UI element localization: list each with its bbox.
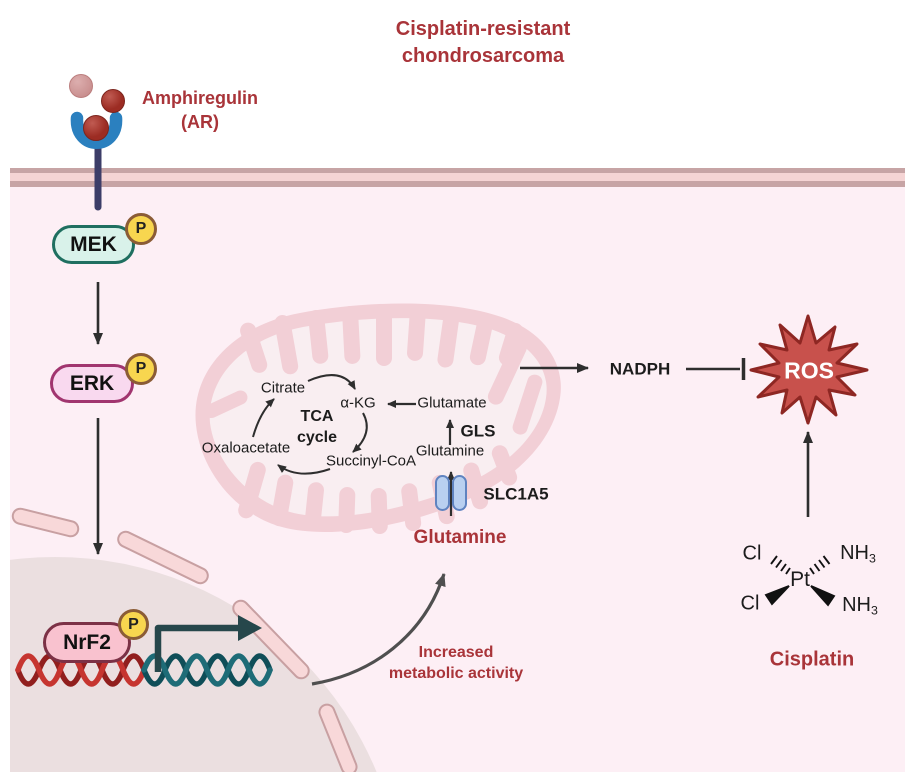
mek-phospho-badge: P [125, 213, 157, 245]
glutamine-mito-label: Glutamine [415, 442, 485, 460]
oxaloacetate-label: Oxaloacetate [201, 439, 291, 457]
glutamate-label: Glutamate [417, 394, 487, 412]
nrf2-node: NrF2 [43, 622, 131, 663]
hashed-bond-cl [770, 555, 791, 575]
frame-right [905, 0, 916, 781]
ligand-label: Amphiregulin (AR) [142, 88, 258, 132]
wedge-bond-nh3 [810, 585, 836, 607]
cisplatin-pt: Pt [790, 567, 810, 591]
increased-metabolism-label: Increased metabolic activity [388, 644, 524, 682]
cisplatin-nh3-bottom: NH3 [842, 594, 878, 618]
cisplatin-nh3-top: NH3 [840, 542, 876, 566]
mitochondrion [195, 303, 561, 535]
succinyl-coa-label: Succinyl-CoA [325, 452, 417, 470]
ligand-sphere-bound [83, 115, 109, 141]
ros-label: ROS [784, 357, 834, 384]
gls-label: GLS [460, 421, 496, 441]
cisplatin-structure-bonds [764, 555, 836, 607]
akg-label: α-KG [340, 394, 376, 412]
tca-cycle-arrows [252, 374, 368, 475]
frame-left [0, 0, 10, 781]
erk-label: ERK [69, 371, 115, 395]
signal-arrows [93, 282, 813, 555]
plasma-membrane [10, 168, 905, 187]
wedge-bond-cl [764, 585, 790, 606]
frame-bottom [0, 772, 916, 781]
hashed-bond-nh3 [809, 555, 831, 575]
erk-phospho-badge: P [125, 353, 157, 385]
glutamine-label: Glutamine [413, 527, 507, 549]
mek-label: MEK [70, 232, 117, 256]
dna-helix [15, 653, 273, 687]
ligand-sphere-faded [69, 74, 93, 98]
receptor-icon [70, 111, 123, 211]
membrane-outer-leaflet [10, 168, 905, 173]
slc1a5-label: SLC1A5 [483, 484, 549, 504]
tca-cycle-label: TCA cycle [296, 408, 338, 446]
nrf2-label: NrF2 [63, 630, 111, 654]
transcription-arrow [154, 615, 262, 672]
transporter-icon [435, 475, 467, 511]
membrane-core [10, 173, 905, 181]
membrane-inner-leaflet [10, 181, 905, 187]
page-title: Cisplatin-resistant chondrosarcoma [395, 18, 571, 67]
arrow-increased-metabolism [311, 573, 446, 686]
ros-burst-icon [749, 314, 869, 425]
cisplatin-cl-top: Cl [742, 542, 762, 565]
mitochondrion-cristae [204, 304, 543, 535]
mek-node: MEK [52, 225, 135, 264]
cisplatin-label: Cisplatin [769, 648, 855, 671]
ligand-sphere [101, 89, 125, 113]
nadph-label: NADPH [609, 359, 671, 379]
erk-node: ERK [50, 364, 134, 403]
cisplatin-cl-bottom: Cl [740, 592, 760, 615]
citrate-label: Citrate [260, 379, 306, 397]
nrf2-phospho-badge: P [118, 609, 149, 640]
